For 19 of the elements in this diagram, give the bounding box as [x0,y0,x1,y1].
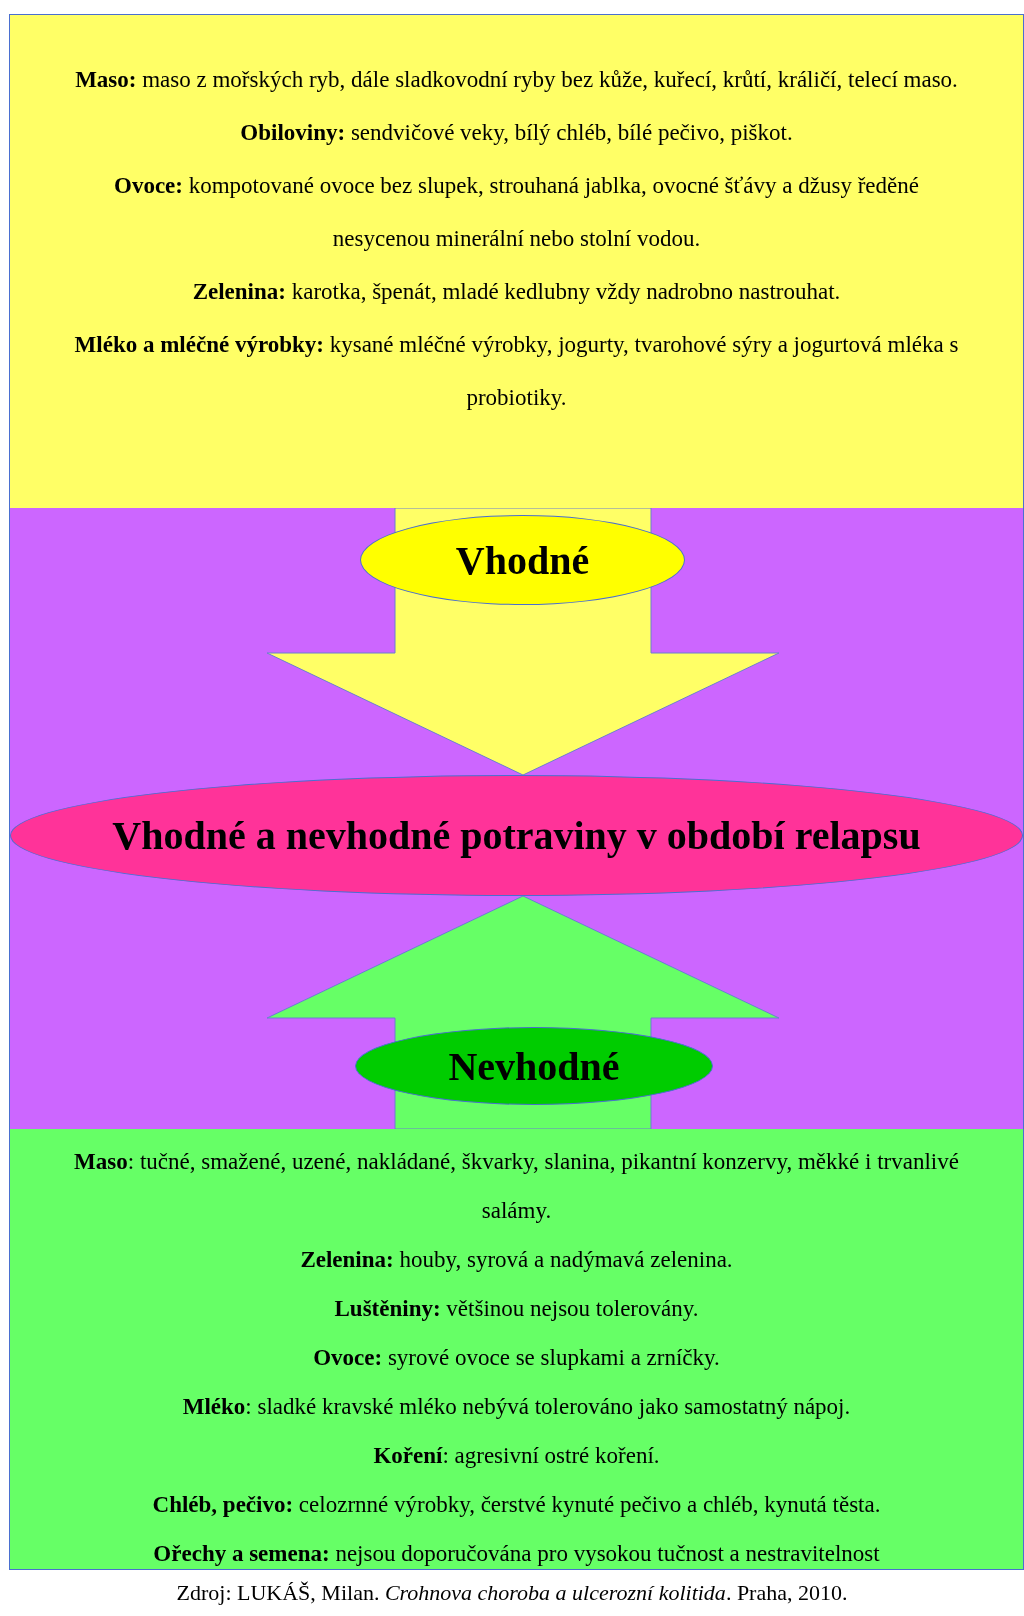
ellipse-text: Nevhodné [448,1042,620,1090]
food-list-item: Obiloviny: sendvičové veky, bílý chléb, bílé pečivo, piškot. [239,119,794,147]
food-list-item: Ovoce: kompotované ovoce bez slupek, strouhaná jablka, ovocné šťávy a džusy ředěné nesycenou minerální nebo stolní vodou. [113,172,920,253]
food-list-item: Luštěniny: většinou nejsou tolerovány. [333,1295,700,1323]
food-list-item: Mléko a mléčné výrobky: kysané mléčné výrobky, jogurty, tvarohové sýry a jogurtová mléka s probiotiky. [73,331,960,412]
source-caption: Zdroj: LUKÁŠ, Milan. Crohnova choroba a ulcerozní kolitida. Praha, 2010. [175,1580,849,1606]
food-list-item: Zelenina: karotka, špenát, mladé kedlubny vždy nadrobno nastrouhat. [191,278,842,306]
food-list-item: Maso: tučné, smažené, uzené, nakládané, škvarky, slanina, pikantní konzervy, měkké i trvanlivé salámy. [73,1148,960,1225]
food-list-item: Ovoce: syrové ovoce se slupkami a zrníčky. [312,1344,721,1372]
food-list-item: Maso: maso z mořských ryb, dále sladkovodní ryby bez kůže, kuřecí, krůtí, králičí, telecí maso. [74,66,959,94]
food-list-box [10,1129,1023,1569]
food-list-item: Ořechy a semena: nejsou doporučována pro vysokou tučnost a nestravitelnost [152,1540,881,1568]
food-list-item: Zelenina: houby, syrová a nadýmavá zelenina. [299,1246,734,1274]
ellipse-text: Vhodné [455,536,590,584]
food-list-item: Chléb, pečivo: celozrnné výrobky, čerstvé kynuté pečivo a chléb, kynutá těsta. [151,1491,882,1519]
ellipse-text: Vhodné a nevhodné potraviny v období relapsu [112,812,921,859]
food-list-item: Koření: agresivní ostré koření. [372,1442,661,1470]
food-list-item: Mléko: sladké kravské mléko nebývá tolerováno jako samostatný nápoj. [181,1393,852,1421]
food-list-box [10,15,1023,508]
